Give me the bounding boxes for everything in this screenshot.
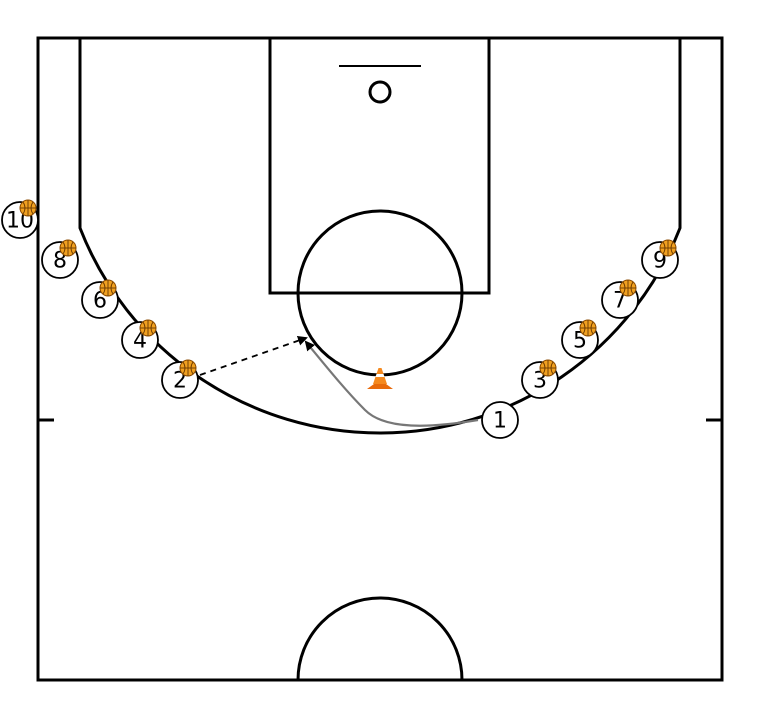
player-6: 6 [81,279,119,319]
paint-key [268,36,491,295]
player-7: 7 [601,279,639,319]
player-3: 3 [521,359,559,399]
player-10: 10 [1,199,39,239]
basketball-icon [539,359,557,377]
three-point-line [78,38,682,435]
cone-icon [367,368,393,389]
player-4: 4 [121,319,159,359]
player-9: 9 [641,239,679,279]
player-2: 2 [161,359,199,399]
player-5: 5 [561,319,599,359]
player-1: 1 [481,401,519,439]
center-circle [296,596,464,681]
rim [368,80,392,104]
basketball-icon [19,199,37,217]
basketball-icon [139,319,157,337]
basketball-icon [619,279,637,297]
basketball-icon [179,359,197,377]
player-marker [481,401,519,439]
player-label: 1 [493,409,507,434]
pass-line-player-2 [199,335,308,376]
basketball-icon [59,239,77,257]
players-layer: 1 2 3 4 5 6 7 8 9 10 [1,199,679,439]
player-8: 8 [41,239,79,279]
basketball-icon [659,239,677,257]
court-boundary [36,36,724,682]
cut-path-player-1 [304,340,479,427]
basketball-icon [579,319,597,337]
basketball-icon [99,279,117,297]
